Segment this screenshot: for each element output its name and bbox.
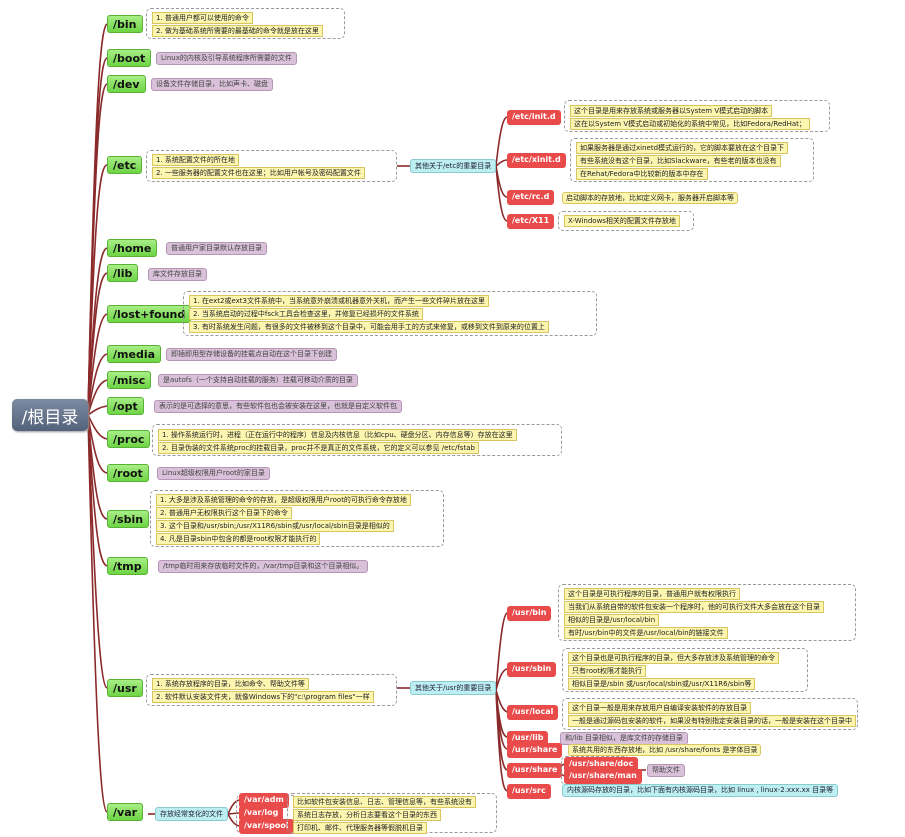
usr-sbin[interactable]: /usr/sbin <box>507 662 557 677</box>
dir-lostfound[interactable]: /lost+found <box>107 305 192 323</box>
root-node[interactable]: /根目录 <box>12 399 88 431</box>
dir-dev[interactable]: /dev <box>107 75 146 93</box>
var-log-note: 系统日志存放，分析日志要看这个目录的东西 <box>293 809 441 821</box>
etc-xinitd[interactable]: /etc/xinit.d <box>507 153 566 168</box>
lostfound-note-1: 1. 在ext2或ext3文件系统中，当系统意外崩溃或机器意外关机，而产生一些文… <box>189 295 489 307</box>
tmp-note: /tmp临时用来存放临时文件的，/var/tmp目录和这个目录相似。 <box>158 560 369 573</box>
var-adm[interactable]: /var/adm <box>239 793 289 808</box>
sbin-note-3: 3. 这个目录和/usr/sbin;/usr/X11R6/sbin或/usr/l… <box>156 520 394 532</box>
usr-bin-note-3: 相似的目录是/usr/local/bin <box>564 614 660 626</box>
usr-sbin-note-2: 只有root权限才能执行 <box>568 665 647 677</box>
etc-rcd[interactable]: /etc/rc.d <box>507 190 555 205</box>
usr-bin-note-1: 这个目录是可执行程序的目录，普通用户就有权限执行 <box>564 588 740 600</box>
usr-note-1: 1. 系统存放程序的目录，比如命令、帮助文件等 <box>152 678 309 690</box>
misc-note: 是autofs（一个支持自动挂载的服务）挂载可移动介质的目录 <box>158 374 358 387</box>
dev-note: 设备文件存储目录，比如声卡、磁盘 <box>151 78 273 91</box>
bin-note-1: 1. 普通用户都可以使用的命令 <box>152 12 253 24</box>
lostfound-notes: 1. 在ext2或ext3文件系统中，当系统意外崩溃或机器意外关机，而产生一些文… <box>183 291 597 336</box>
sbin-note-1: 1. 大多是涉及系统管理的命令的存放，是超级权限用户root的可执行命令存放地 <box>156 494 411 506</box>
etc-hub[interactable]: 其他关于/etc的重要目录 <box>410 159 497 173</box>
dir-tmp[interactable]: /tmp <box>107 557 148 575</box>
usr-share[interactable]: /usr/share <box>507 743 563 758</box>
etc-note-1: 1. 系统配置文件的所在地 <box>152 154 239 166</box>
usr-sbin-note-3: 相似目录是/sbin 或/usr/local/sbin或/usr/X11R6/s… <box>568 678 756 690</box>
usr-note-2: 2. 软件默认安装文件夹，就像Windows下的"c:\program file… <box>152 691 374 703</box>
opt-note: 表示的是可选择的意思，有些软件包也会被安装在这里，也就是自定义软件包 <box>154 400 402 413</box>
boot-note: Linux的内核及引导系统程序所需要的文件 <box>156 52 297 65</box>
dir-var[interactable]: /var <box>107 803 144 821</box>
etc-notes: 1. 系统配置文件的所在地 2. 一些服务器的配置文件也在这里；比如用户帐号及密… <box>146 150 397 182</box>
usr-bin-note-2: 当我们从系统自带的软件包安装一个程序时，他的可执行文件大多会放在这个目录 <box>564 601 824 613</box>
etc-initd-note-1: 这个目录是用来存放系统或服务器以System V模式启动的脚本 <box>570 105 773 117</box>
usr-share-note: 系统共用的东西存放地，比如 /usr/share/fonts 是字体目录 <box>568 744 762 756</box>
etc-initd-note-2: 这在以System V模式启动或初始化的系统中常见，比如Fedora/RedHa… <box>570 118 810 130</box>
usr-share-doc[interactable]: /usr/share/doc <box>564 757 639 772</box>
usr-share-man[interactable]: /usr/share/man <box>564 769 642 784</box>
etc-rcd-note: 启动脚本的存放地，比如定义网卡，服务器开启脚本等 <box>562 192 738 204</box>
usr-bin-note-4: 有时/usr/bin中的文件是/usr/local/bin的链接文件 <box>564 627 728 639</box>
dir-sbin[interactable]: /sbin <box>107 510 150 528</box>
bin-note-2: 2. 做为基础系统所需要的最基础的命令就是放在这里 <box>152 25 323 37</box>
usr-sbin-note-1: 这个目录也是可执行程序的目录，但大多存放涉及系统管理的命令 <box>568 652 779 664</box>
home-note: 普通用户家目录默认存放目录 <box>166 242 267 255</box>
lib-note: 库文件存放目录 <box>148 268 207 281</box>
sbin-note-2: 2. 普通用户无权限执行这个目录下的命令 <box>156 507 292 519</box>
etc-x11[interactable]: /etc/X11 <box>507 214 555 229</box>
etc-x11-note: X-Windows相关的配置文件存放地 <box>564 215 680 227</box>
etc-x11-box: X-Windows相关的配置文件存放地 <box>558 211 694 231</box>
usr-local-note-2: 一般是通过源码包安装的软件，如果没有特别指定安装目录的话，一般是安装在这个目录中 <box>568 715 856 727</box>
usr-src-note: 内核源码存放的目录，比如下面有内核源码目录，比如 linux , linux-2… <box>562 784 839 797</box>
usr-share-2[interactable]: /usr/share <box>507 763 563 778</box>
etc-xinitd-note-2: 有些系统没有这个目录，比如Slackware，有些老的版本也没有 <box>576 155 781 167</box>
sbin-notes: 1. 大多是涉及系统管理的命令的存放，是超级权限用户root的可执行命令存放地 … <box>150 490 444 547</box>
var-spool-note: 打印机、邮件、代理服务器等假脱机目录 <box>293 822 427 834</box>
etc-initd[interactable]: /etc/init.d <box>507 110 561 125</box>
dir-lib[interactable]: /lib <box>107 264 139 282</box>
sbin-note-4: 4. 凡是目录sbin中包含的都是root权限才能执行的 <box>156 533 321 545</box>
usr-src[interactable]: /usr/src <box>507 784 551 799</box>
usr-lib[interactable]: /usr/lib <box>507 731 549 746</box>
var-adm-note: 比如软件包安装信息、日志、管理信息等，有些系统没有 <box>293 796 476 808</box>
usr-local-notes: 这个目录一般是用来存放用户自编译安装软件的存放目录 一般是通过源码包安装的软件，… <box>562 698 858 730</box>
var-notes: 比如软件包安装信息、日志、管理信息等，有些系统没有 系统日志存放，分析日志要看这… <box>287 793 497 834</box>
var-hub[interactable]: 存放经常变化的文件 <box>155 807 228 821</box>
proc-note-2: 2. 目录伪装的文件系统proc的挂载目录，proc并不是真正的文件系统，它的定… <box>158 442 479 454</box>
etc-xinitd-note-3: 在Rehat/Fedora中比较新的版本中存在 <box>576 168 708 180</box>
usr-bin[interactable]: /usr/bin <box>507 606 552 621</box>
usr-hub[interactable]: 其他关于/usr的重要目录 <box>410 681 497 695</box>
usr-notes: 1. 系统存放程序的目录，比如命令、帮助文件等 2. 软件默认安装文件夹，就像W… <box>146 674 397 706</box>
usr-bin-notes: 这个目录是可执行程序的目录，普通用户就有权限执行 当我们从系统自带的软件包安装一… <box>558 584 856 641</box>
proc-note-1: 1. 操作系统运行时，进程（正在运行中的程序）信息及内核信息（比如cpu、硬盘分… <box>158 429 517 441</box>
dir-misc[interactable]: /misc <box>107 371 152 389</box>
bin-notes: 1. 普通用户都可以使用的命令 2. 做为基础系统所需要的最基础的命令就是放在这… <box>146 8 345 39</box>
proc-notes: 1. 操作系统运行时，进程（正在运行中的程序）信息及内核信息（比如cpu、硬盘分… <box>152 424 562 456</box>
help-files-note: 帮助文件 <box>647 764 685 777</box>
etc-xinitd-note-1: 如果服务器是通过xinetd模式运行的，它的脚本要放在这个目录下 <box>576 142 789 154</box>
dir-bin[interactable]: /bin <box>107 15 143 33</box>
usr-local-note-1: 这个目录一般是用来存放用户自编译安装软件的存放目录 <box>568 702 751 714</box>
var-log[interactable]: /var/log <box>239 806 284 821</box>
dir-root[interactable]: /root <box>107 464 149 482</box>
dir-boot[interactable]: /boot <box>107 49 152 67</box>
usr-local[interactable]: /usr/local <box>507 705 559 720</box>
media-note: 即插即用型存储设备的挂载点自动在这个目录下创建 <box>166 348 337 361</box>
usr-sbin-notes: 这个目录也是可执行程序的目录，但大多存放涉及系统管理的命令 只有root权限才能… <box>562 648 808 692</box>
dir-proc[interactable]: /proc <box>107 430 151 448</box>
dir-media[interactable]: /media <box>107 345 162 363</box>
lostfound-note-2: 2. 当系统启动的过程中fsck工具会检查这里，并修复已经损坏的文件系统 <box>189 308 423 320</box>
root-note: Linux超级权限用户root的家目录 <box>157 467 270 480</box>
etc-note-2: 2. 一些服务器的配置文件也在这里；比如用户帐号及密码配置文件 <box>152 167 365 179</box>
dir-opt[interactable]: /opt <box>107 397 144 415</box>
etc-xinitd-notes: 如果服务器是通过xinetd模式运行的，它的脚本要放在这个目录下 有些系统没有这… <box>570 138 814 182</box>
dir-etc[interactable]: /etc <box>107 156 143 174</box>
dir-home[interactable]: /home <box>107 239 158 257</box>
etc-initd-notes: 这个目录是用来存放系统或服务器以System V模式启动的脚本 这在以Syste… <box>564 100 830 132</box>
var-spool[interactable]: /var/spool <box>239 819 294 834</box>
dir-usr[interactable]: /usr <box>107 679 143 697</box>
lostfound-note-3: 3. 有时系统发生问题，有很多的文件被移到这个目录中，可能会用手工的方式来修复，… <box>189 321 549 333</box>
